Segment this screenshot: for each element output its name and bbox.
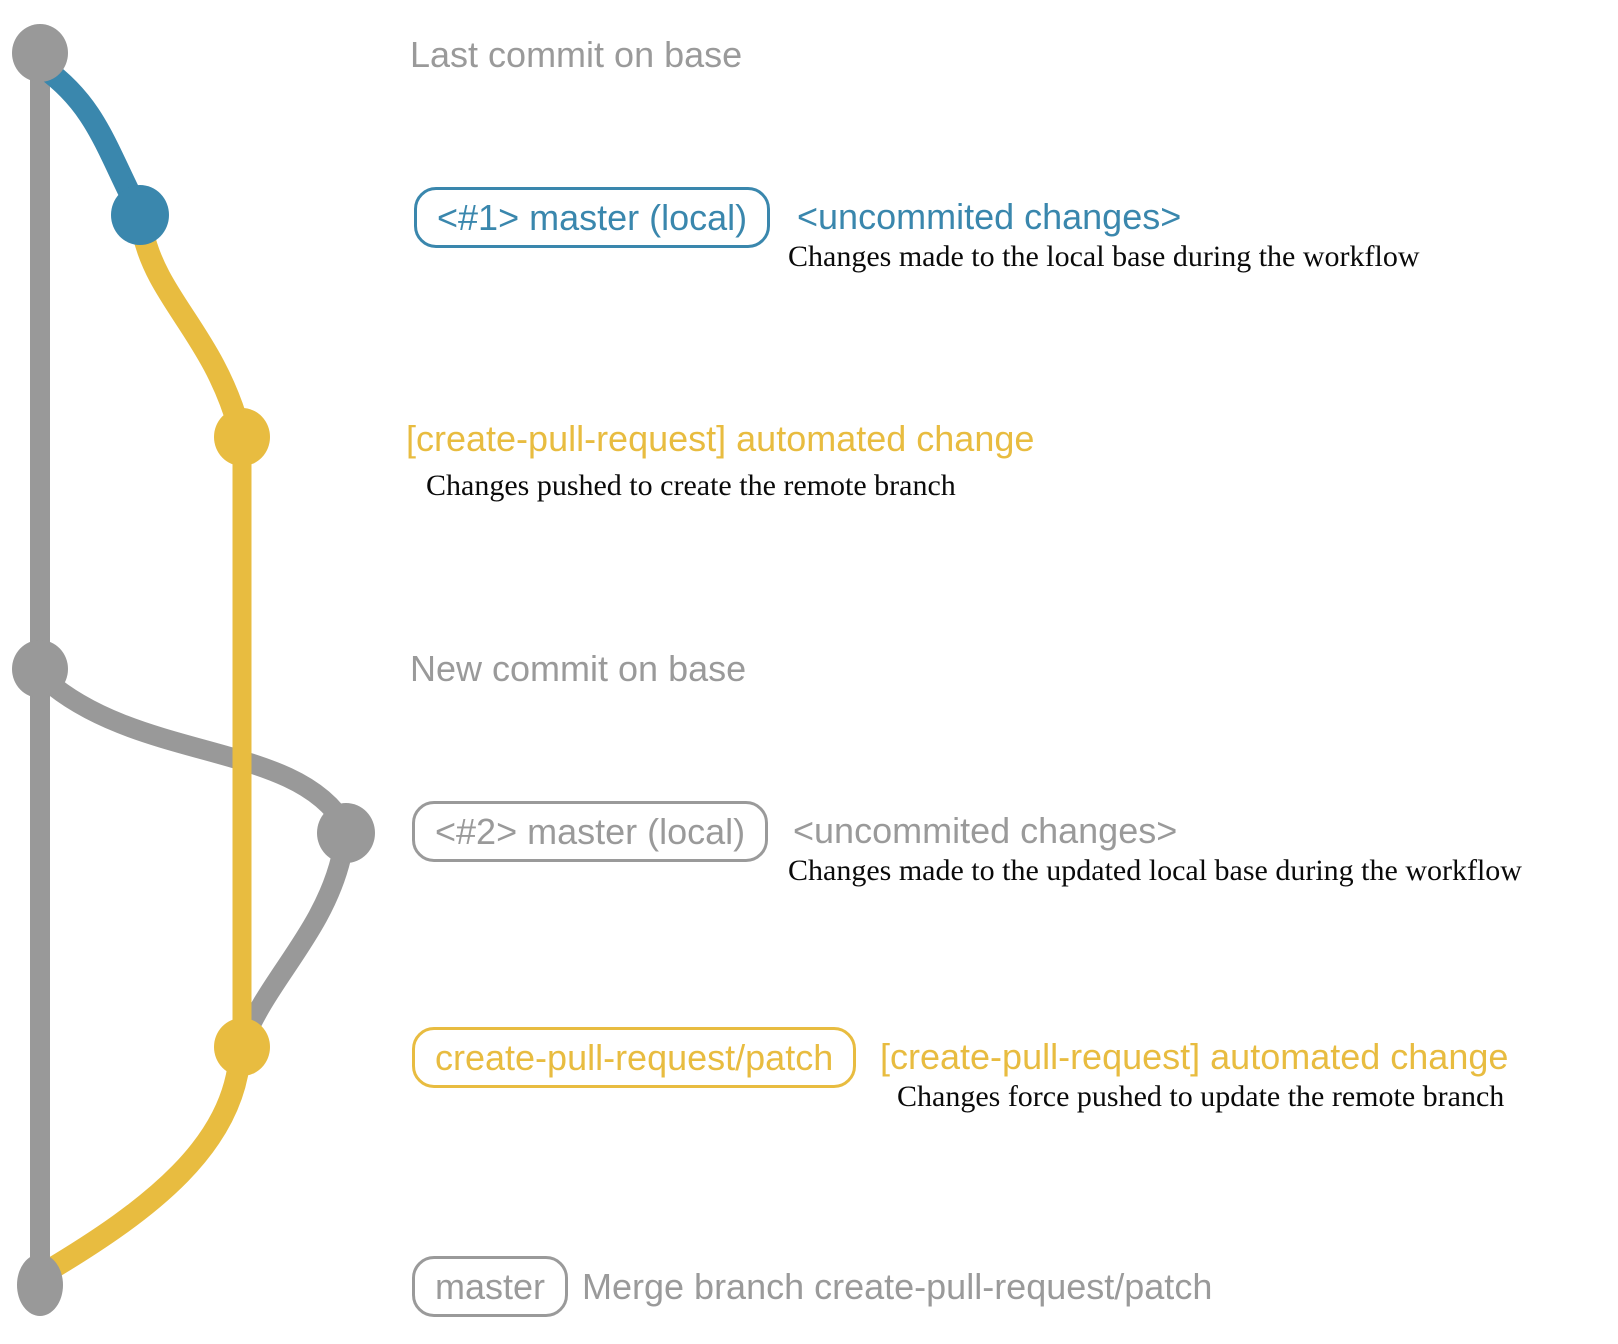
label-automated-change-1: [create-pull-request] automated change: [406, 418, 1035, 459]
badge-master: master: [412, 1256, 569, 1317]
commit-graph: [12, 24, 375, 1316]
patch-branch-curve-top: [132, 222, 250, 439]
local-master-2-curve-down: [234, 848, 351, 1050]
badge-patch-branch: create-pull-request/patch: [412, 1027, 857, 1088]
commit-dot-patch-1: [214, 408, 270, 466]
patch-merge-curve: [35, 1041, 251, 1283]
local-master-1-curve: [33, 57, 148, 219]
description-push-1: Changes pushed to create the remote bran…: [426, 469, 956, 502]
commit-dot-new-base: [12, 640, 68, 698]
commit-dot-local-2: [317, 803, 375, 863]
description-commit-1: Changes made to the local base during th…: [788, 240, 1420, 273]
annotation-new-commit-on-base: New commit on base: [410, 648, 747, 689]
badge-master-local-1: <#1> master (local): [414, 187, 771, 248]
description-commit-2: Changes made to the updated local base d…: [788, 854, 1522, 887]
status-uncommitted-changes-1: <uncommited changes>: [797, 196, 1182, 237]
commit-dot-merge: [17, 1254, 63, 1316]
commit-dot-patch-2: [214, 1018, 270, 1076]
annotation-merge-branch: Merge branch create-pull-request/patch: [582, 1266, 1213, 1307]
label-automated-change-2: [create-pull-request] automated change: [880, 1036, 1509, 1077]
local-master-2-curve-right: [36, 670, 355, 836]
badge-master-local-2: <#2> master (local): [412, 801, 769, 862]
commit-dot-last-base: [12, 24, 68, 82]
status-uncommitted-changes-2: <uncommited changes>: [793, 810, 1178, 851]
description-push-2: Changes force pushed to update the remot…: [897, 1080, 1505, 1113]
annotation-last-commit-on-base: Last commit on base: [410, 34, 743, 75]
commit-dot-local-1: [111, 185, 169, 245]
